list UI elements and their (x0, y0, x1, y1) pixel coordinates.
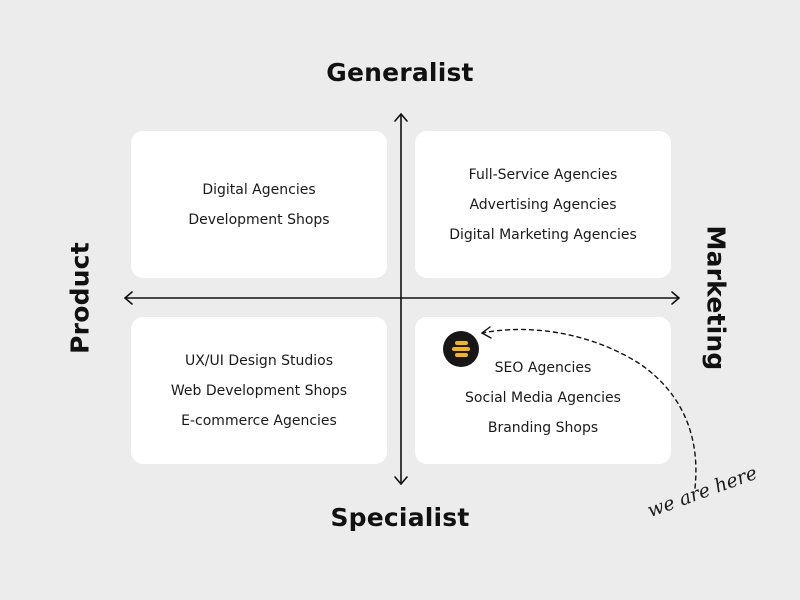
dashed-pointer-curve (481, 328, 697, 489)
axis-label-marketing: Marketing (701, 225, 731, 371)
axis-label-specialist: Specialist (330, 503, 470, 532)
quadrant-item: SEO Agencies (494, 359, 592, 376)
quadrant-item: Branding Shops (487, 419, 599, 436)
quadrant-marketing-specialist: SEO Agencies Social Media Agencies Brand… (415, 317, 671, 464)
quadrant-item: Full-Service Agencies (468, 166, 618, 183)
quadrant-product-specialist: UX/UI Design Studios Web Development Sho… (131, 317, 387, 464)
arrow-right-icon (671, 291, 680, 305)
brand-logo-icon (443, 331, 479, 367)
logo-bar (455, 341, 468, 345)
quadrant-item: Web Development Shops (170, 382, 348, 399)
arrow-up-icon (394, 113, 408, 122)
quadrant-item: Advertising Agencies (469, 196, 617, 213)
logo-bar (455, 353, 468, 357)
axis-label-generalist: Generalist (326, 58, 474, 87)
pointer-arrowhead-icon (480, 326, 492, 339)
quadrant-item: Digital Marketing Agencies (449, 226, 637, 243)
logo-bar (452, 347, 470, 351)
quadrant-marketing-generalist: Full-Service Agencies Advertising Agenci… (415, 131, 671, 278)
quadrant-item: Development Shops (188, 211, 330, 228)
axis-label-product: Product (65, 242, 95, 354)
quadrant-item: Social Media Agencies (465, 389, 621, 406)
quadrant-item: E-commerce Agencies (181, 412, 337, 429)
quadrant-product-generalist: Digital Agencies Development Shops (131, 131, 387, 278)
quadrant-item: UX/UI Design Studios (184, 352, 334, 369)
arrow-down-icon (394, 476, 408, 485)
quadrant-item: Digital Agencies (202, 181, 316, 198)
arrow-left-icon (124, 291, 133, 305)
